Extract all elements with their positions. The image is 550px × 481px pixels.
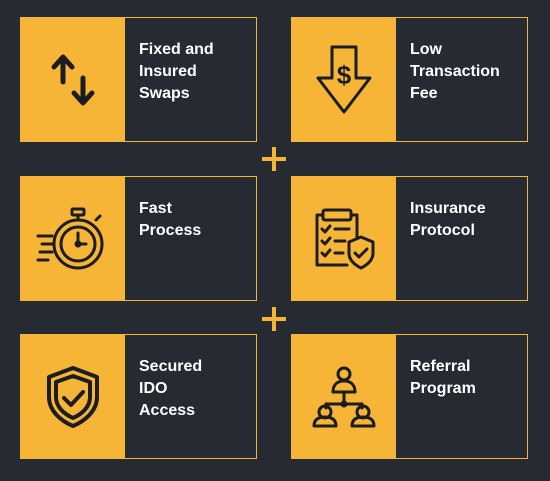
swap-arrows-icon: [51, 54, 95, 105]
feature-card-insurance-protocol: Insurance Protocol: [291, 176, 528, 301]
feature-icon-box: [292, 335, 396, 458]
plus-icon: [262, 307, 286, 331]
stopwatch-icon: [36, 207, 104, 269]
feature-icon-box: [21, 335, 125, 458]
feature-card-secured-ido-access: Secured IDO Access: [20, 334, 257, 459]
referral-network-icon: [312, 366, 376, 427]
shield-check-icon: [47, 365, 99, 428]
feature-card-fast-process: Fast Process: [20, 176, 257, 301]
clipboard-shield-icon: [315, 208, 375, 269]
feature-label: Referral Program: [410, 358, 476, 397]
dollar-down-arrow-icon: $: [316, 45, 372, 113]
feature-icon-box: [21, 18, 125, 141]
feature-label: Low Transaction Fee: [410, 41, 500, 102]
feature-icon-box: $: [292, 18, 396, 141]
feature-icon-box: [292, 177, 396, 300]
feature-label: Fast Process: [139, 200, 202, 239]
plus-icon: [262, 147, 286, 171]
feature-card-low-transaction-fee: $ Low Transaction Fee: [291, 17, 528, 142]
feature-label: Insurance Protocol: [410, 200, 486, 239]
feature-label: Fixed and Insured Swaps: [139, 41, 214, 102]
feature-label: Secured IDO Access: [139, 358, 203, 419]
svg-text:$: $: [337, 60, 352, 90]
feature-card-referral-program: Referral Program: [291, 334, 528, 459]
feature-card-fixed-insured-swaps: Fixed and Insured Swaps: [20, 17, 257, 142]
feature-icon-box: [21, 177, 125, 300]
